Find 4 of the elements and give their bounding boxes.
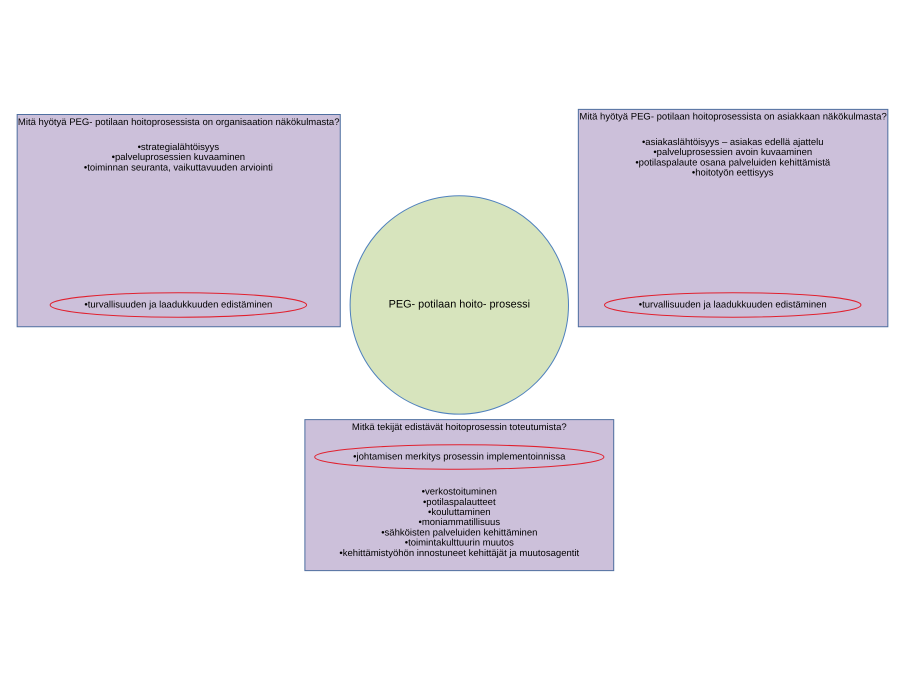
node-ellipse: •turvallisuuden ja laadukkuuden edistäminen — [49, 292, 307, 318]
node-ellipse: •turvallisuuden ja laadukkuuden edistäminen — [604, 292, 861, 318]
node-circle: PEG- potilaan hoito- prosessi — [349, 194, 568, 414]
node-ellipse: •johtamisen merkitys prosessin implementoinnissa — [314, 444, 604, 470]
